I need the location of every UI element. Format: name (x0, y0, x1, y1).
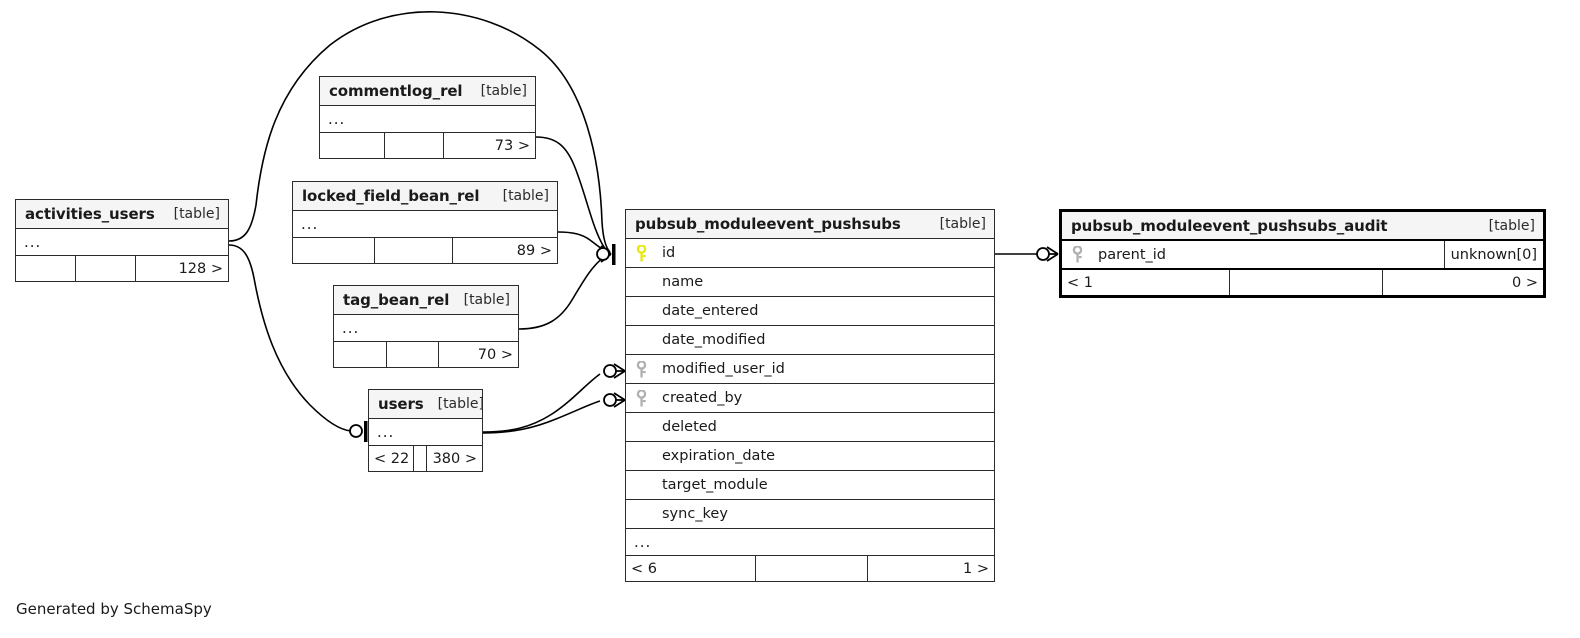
table-pubsub-moduleevent-pushsubs-audit[interactable]: pubsub_moduleevent_pushsubs_audit [table… (1059, 209, 1546, 298)
table-tag: [table] (480, 83, 527, 99)
footer-cell-children: 89 > (516, 242, 552, 259)
footer-cell-children: 380 > (432, 450, 477, 467)
footer-cell-parents: < 6 (626, 556, 756, 581)
table-name: tag_bean_rel (343, 291, 450, 309)
column-row-id[interactable]: id (626, 239, 994, 268)
table-activities-users[interactable]: activities_users [table] ... 128 > (15, 199, 229, 282)
column-row-name[interactable]: name (626, 268, 994, 297)
column-name: name (662, 274, 704, 290)
table-tag-bean-rel[interactable]: tag_bean_rel [table] ... 70 > (333, 285, 519, 368)
connector-users-left (349, 421, 368, 442)
footer-cell-children: 128 > (178, 260, 223, 277)
column-row-expiration-date[interactable]: expiration_date (626, 442, 994, 471)
table-title: activities_users [table] (16, 200, 228, 229)
table-pubsub-moduleevent-pushsubs[interactable]: pubsub_moduleevent_pushsubs [table] id n… (625, 209, 995, 582)
table-tag: [table] (1488, 217, 1535, 234)
footer-cell-parents: < 22 (369, 446, 414, 471)
table-tag: [table] (437, 396, 484, 412)
table-footer: < 6 1 > (626, 556, 994, 581)
edge-tag-bean-to-id (518, 254, 611, 330)
column-row-modified-user-id[interactable]: modified_user_id (626, 355, 994, 384)
footer-cell-middle (375, 238, 453, 263)
column-name: parent_id (1098, 246, 1167, 263)
column-name: date_modified (662, 332, 766, 348)
columns-ellipsis: ... (16, 229, 228, 256)
column-name: created_by (662, 390, 743, 406)
column-name: date_entered (662, 303, 759, 319)
table-title: pubsub_moduleevent_pushsubs [table] (626, 210, 994, 239)
foreign-key-icon (626, 360, 656, 378)
edge-users-to-modified-user-id (482, 373, 601, 433)
columns-ellipsis: ... (293, 211, 557, 238)
footer-cell-middle (387, 342, 439, 367)
footer-cell-middle (385, 133, 444, 158)
footer-cell-parents (293, 238, 375, 263)
table-title: pubsub_moduleevent_pushsubs_audit [table… (1062, 212, 1543, 241)
column-name: deleted (662, 419, 717, 435)
table-name: pubsub_moduleevent_pushsubs_audit (1071, 216, 1388, 235)
column-row-date-modified[interactable]: date_modified (626, 326, 994, 355)
table-title: tag_bean_rel [table] (334, 286, 518, 315)
generated-by-label: Generated by SchemaSpy (16, 600, 212, 618)
column-name: id (662, 245, 676, 261)
table-tag: [table] (502, 188, 549, 204)
column-row-parent-id[interactable]: parent_id unknown[0] (1062, 241, 1543, 270)
footer-cell-parents (320, 133, 385, 158)
edge-users-to-created-by (482, 400, 601, 434)
table-commentlog-rel[interactable]: commentlog_rel [table] ... 73 > (319, 76, 536, 159)
column-row-sync-key[interactable]: sync_key (626, 500, 994, 529)
columns-ellipsis: ... (626, 529, 994, 556)
table-footer: 128 > (16, 256, 228, 281)
footer-cell-middle (76, 256, 136, 281)
table-footer: < 1 0 > (1062, 270, 1543, 295)
foreign-key-icon (1062, 246, 1092, 263)
table-title: commentlog_rel [table] (320, 77, 535, 106)
column-name: modified_user_id (662, 361, 785, 377)
table-tag: [table] (463, 292, 510, 308)
table-title: users [table] (369, 390, 484, 419)
column-type: unknown[0] (1443, 241, 1543, 268)
column-row-target-module[interactable]: target_module (626, 471, 994, 500)
column-row-deleted[interactable]: deleted (626, 413, 994, 442)
footer-cell-children: 0 > (1512, 274, 1538, 291)
footer-cell-middle (756, 556, 868, 581)
footer-cell-parents (334, 342, 387, 367)
columns-ellipsis: ... (334, 315, 518, 342)
table-footer: < 22 380 > (369, 446, 482, 471)
footer-cell-middle (414, 446, 427, 471)
table-name: pubsub_moduleevent_pushsubs (635, 215, 901, 233)
foreign-key-icon (626, 389, 656, 407)
footer-cell-children: 1 > (963, 560, 989, 577)
table-users[interactable]: users [table] ... < 22 380 > (368, 389, 484, 472)
column-name: sync_key (662, 506, 728, 522)
table-name: users (378, 395, 424, 413)
edge-locked-field-to-id (557, 231, 611, 255)
footer-cell-parents (16, 256, 76, 281)
column-row-created-by[interactable]: created_by (626, 384, 994, 413)
column-name: expiration_date (662, 448, 776, 464)
table-title: locked_field_bean_rel [table] (293, 182, 557, 211)
footer-cell-children: 73 > (494, 137, 530, 154)
columns-ellipsis: ... (320, 106, 535, 133)
crowsfoot-created-by (603, 392, 626, 408)
footer-cell-middle (1230, 270, 1383, 295)
table-footer: 73 > (320, 133, 535, 158)
footer-cell-parents: < 1 (1062, 270, 1230, 295)
crowsfoot-pubsub-id (596, 244, 616, 265)
table-locked-field-bean-rel[interactable]: locked_field_bean_rel [table] ... 89 > (292, 181, 558, 264)
crowsfoot-modified-user-id (603, 363, 626, 379)
column-row-date-entered[interactable]: date_entered (626, 297, 994, 326)
column-name: target_module (662, 477, 768, 493)
table-footer: 89 > (293, 238, 557, 263)
columns-ellipsis: ... (369, 419, 482, 446)
table-name: locked_field_bean_rel (302, 187, 480, 205)
table-tag: [table] (939, 216, 986, 232)
crowsfoot-audit-parent-id (1036, 246, 1059, 262)
footer-cell-children: 70 > (477, 346, 513, 363)
table-name: commentlog_rel (329, 82, 463, 100)
primary-key-icon (626, 244, 656, 262)
table-name: activities_users (25, 205, 155, 223)
table-footer: 70 > (334, 342, 518, 367)
table-tag: [table] (173, 206, 220, 222)
